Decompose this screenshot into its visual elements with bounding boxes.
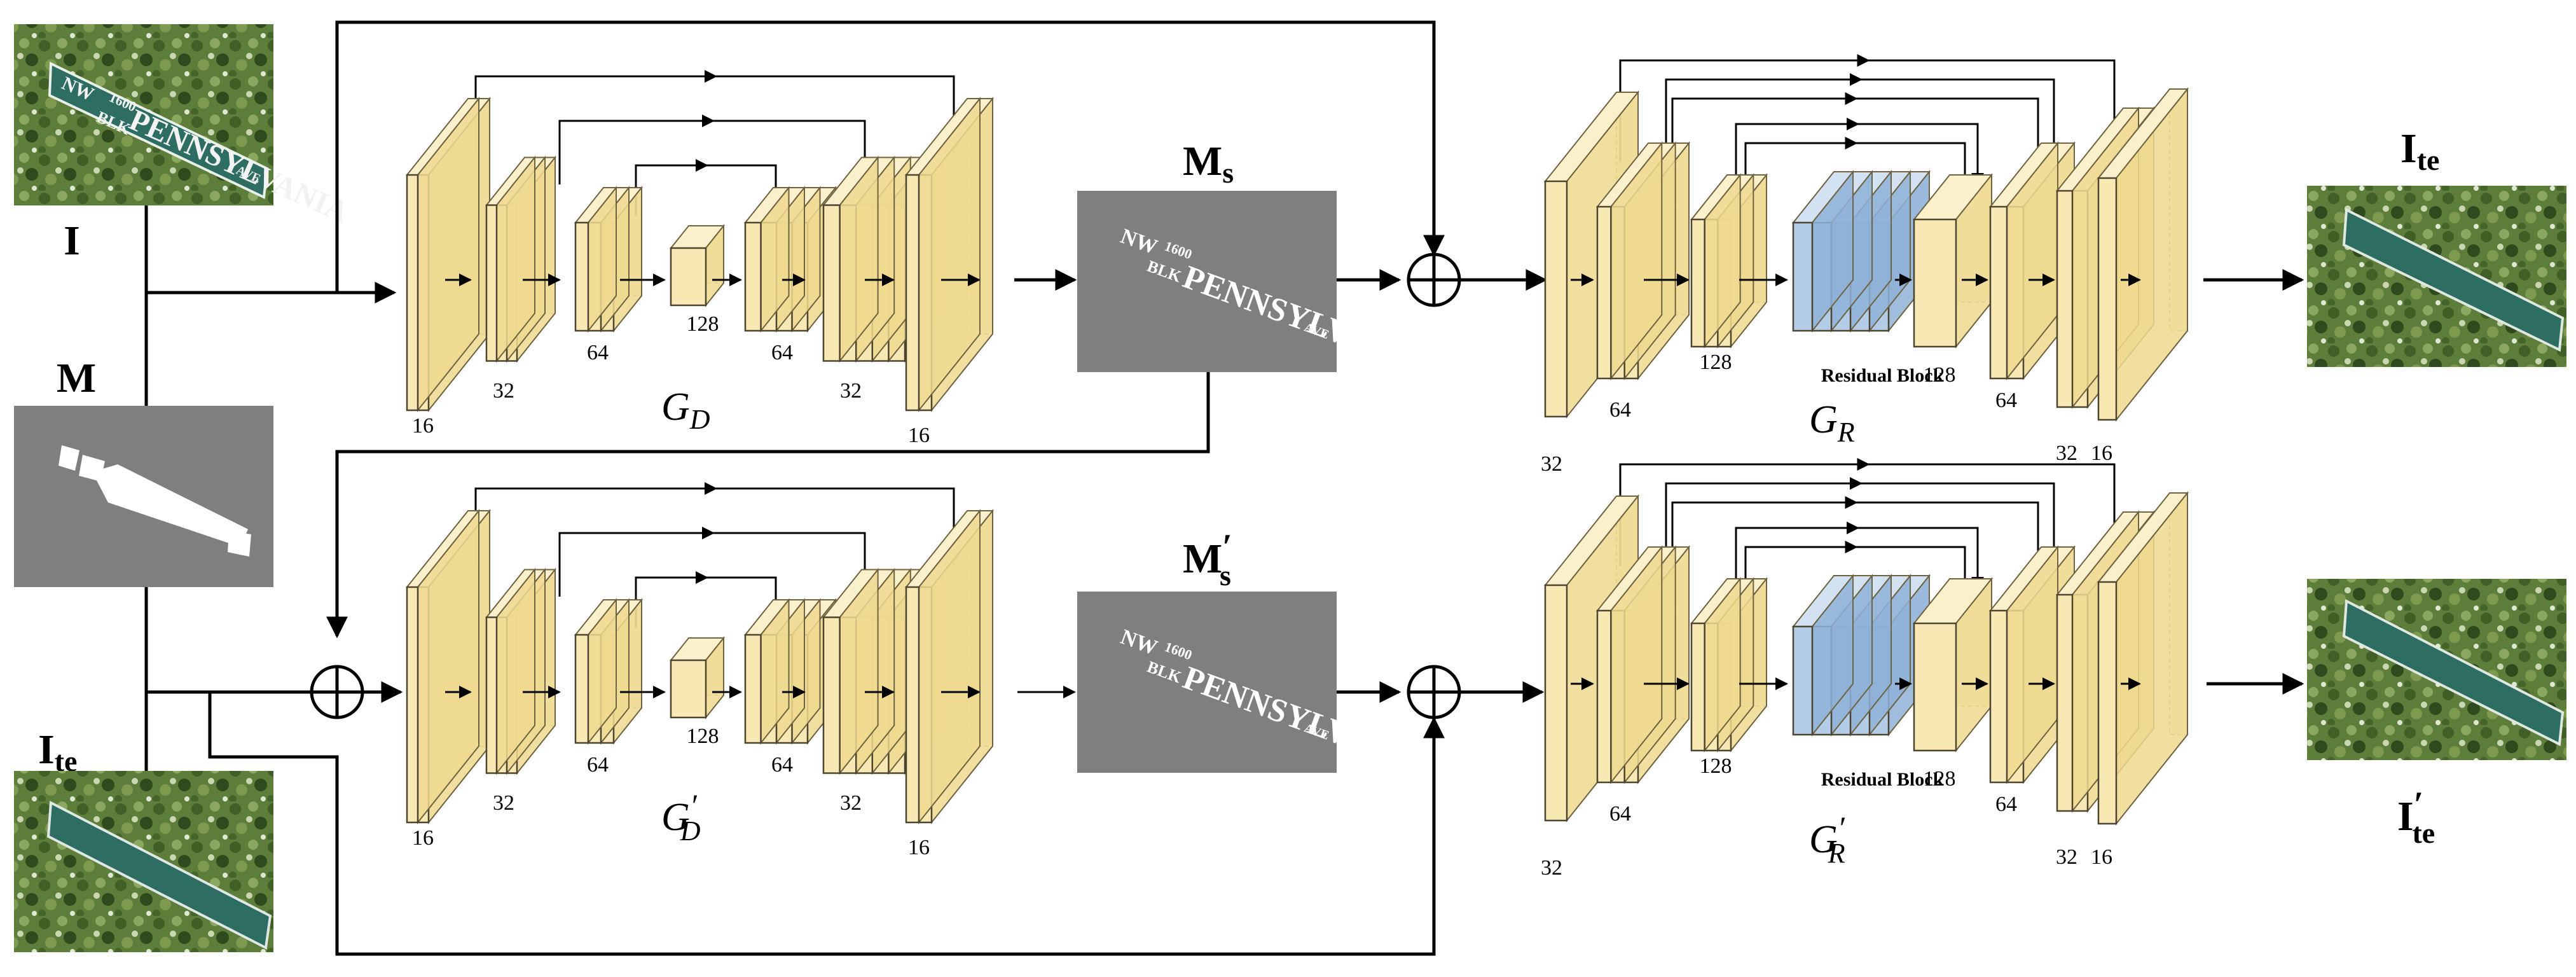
channel-label-32-out: 32 xyxy=(840,379,862,403)
conv-layer-64-out xyxy=(743,598,837,745)
skip-connection xyxy=(558,120,871,186)
blank-sign xyxy=(46,800,272,950)
skip-connection xyxy=(474,75,960,154)
gd-network: 16 32 64 128 64 32 16 xyxy=(405,70,995,447)
output-bottom-label: I′te xyxy=(2397,785,2435,849)
mask-label: M xyxy=(57,355,96,401)
input-image: NW 1600 BLK PENNSYLVANIA AVE xyxy=(14,24,354,230)
add-operator-bottom-right xyxy=(1407,665,1461,719)
channel-label-128: 128 xyxy=(687,312,719,336)
conv-layer-128 xyxy=(669,636,726,719)
residual-block-label: Residual Block xyxy=(1821,769,1944,790)
skip-connection xyxy=(1671,97,2044,176)
channel-label-16-in: 16 xyxy=(412,826,434,850)
conv-layer-128-in xyxy=(1690,577,1768,752)
channel-label-32-in: 32 xyxy=(493,379,514,403)
conv-layer-128 xyxy=(669,224,726,307)
output-top-image xyxy=(2307,186,2566,367)
conv-layer-16-in xyxy=(405,509,492,824)
channel-label-32-in: 32 xyxy=(1541,856,1562,880)
residual-block xyxy=(1791,170,1931,333)
conv-layer-128-out xyxy=(1912,577,1994,752)
target-bypass-arrow xyxy=(208,692,1445,956)
channel-label-16-out: 16 xyxy=(908,424,930,447)
channel-label-128-in: 128 xyxy=(1700,754,1732,778)
gr-prime-label: G′R xyxy=(1809,810,1845,869)
channel-label-16-in: 16 xyxy=(412,414,434,438)
gd-prime-label: G′D xyxy=(661,787,701,847)
conv-layer-128-in xyxy=(1690,173,1768,349)
add-operator-bottom-left xyxy=(310,665,364,719)
input-bypass-arrow xyxy=(335,20,1445,293)
conv-layer-16-out xyxy=(904,97,995,412)
ms-top-label: Ms xyxy=(1183,138,1234,189)
channel-label-64-out: 64 xyxy=(771,341,793,364)
gd-prime-network: 16 32 64 128 64 32 16 xyxy=(405,482,995,859)
channel-label-64-in: 64 xyxy=(587,753,609,777)
skip-connection xyxy=(474,487,960,566)
skip-connection xyxy=(635,576,782,630)
ms-bottom-image: NW 1600 BLK PENNSYLVANIA AVE xyxy=(1077,592,1431,781)
ms-bottom-label: M′s xyxy=(1183,527,1232,592)
channel-label-64-out: 64 xyxy=(1995,389,2017,412)
channel-label-16-out: 16 xyxy=(2091,441,2112,465)
channel-label-128-out: 128 xyxy=(1924,767,1956,791)
residual-block xyxy=(1791,574,1931,737)
output-bottom-sign xyxy=(2342,599,2565,747)
ms-top-image: NW 1600 BLK PENNSYLVANIA AVE xyxy=(1077,191,1431,380)
conv-layer-64-in xyxy=(1595,545,1691,784)
channel-label-64-in: 64 xyxy=(1609,802,1631,826)
channel-label-32-out: 32 xyxy=(840,791,862,815)
residual-block-label: Residual Block xyxy=(1821,365,1944,386)
output-top-sign xyxy=(2342,207,2565,352)
channel-label-128-in: 128 xyxy=(1700,350,1732,374)
conv-layer-32-in xyxy=(485,567,557,775)
conv-layer-32-in xyxy=(485,155,557,363)
conv-layer-16-in xyxy=(405,97,492,412)
channel-label-16-out: 16 xyxy=(908,836,930,859)
output-top-label: Ite xyxy=(2400,125,2439,176)
channel-label-64-in: 64 xyxy=(587,341,609,364)
skip-connection xyxy=(558,532,871,598)
channel-label-32-out: 32 xyxy=(2056,845,2077,869)
gr-label: GR xyxy=(1809,398,1855,448)
conv-layer-64-in xyxy=(574,598,644,745)
conv-layer-64-in xyxy=(1595,141,1691,380)
conv-layer-16-out xyxy=(2097,491,2189,826)
conv-layer-64-in xyxy=(574,186,644,333)
channel-label-32-in: 32 xyxy=(493,791,514,815)
channel-label-32-in: 32 xyxy=(1541,452,1562,476)
output-bottom-image xyxy=(2307,579,2566,760)
target-image xyxy=(14,771,273,952)
ms-to-bottom-branch-arrow xyxy=(326,372,1210,639)
input-image-label: I xyxy=(64,218,80,264)
channel-label-128: 128 xyxy=(687,724,719,748)
conv-layer-64-out xyxy=(743,186,837,333)
channel-label-16-out: 16 xyxy=(2091,845,2112,869)
target-image-label: Ite xyxy=(38,726,77,777)
skip-connection xyxy=(1671,501,2044,580)
channel-label-64-out: 64 xyxy=(1995,793,2017,816)
channel-label-64-out: 64 xyxy=(771,753,793,777)
channel-label-128-out: 128 xyxy=(1924,363,1956,387)
mask-image xyxy=(14,406,273,587)
conv-layer-16-out xyxy=(2097,87,2189,422)
conv-layer-16-out xyxy=(904,509,995,824)
gd-label: GD xyxy=(661,385,710,435)
channel-label-32-out: 32 xyxy=(2056,441,2077,465)
skip-connection xyxy=(635,164,782,218)
channel-label-64-in: 64 xyxy=(1609,398,1631,422)
add-operator-top xyxy=(1407,253,1461,307)
